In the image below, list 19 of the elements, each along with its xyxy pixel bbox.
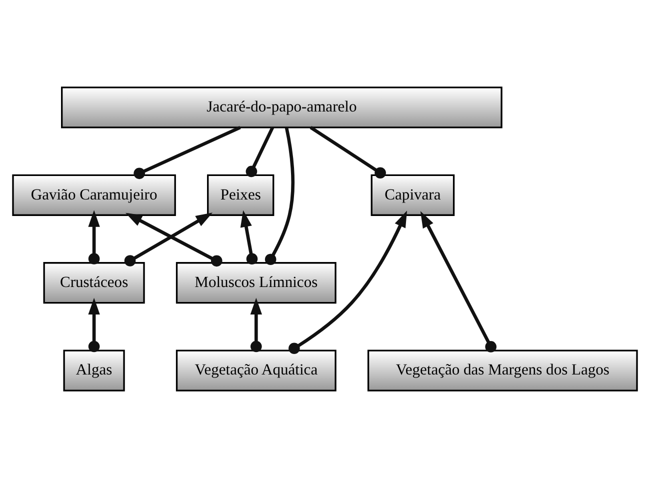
node-box: Jacaré-do-papo-amarelo — [61, 86, 502, 128]
arrow — [288, 210, 408, 354]
node-box: Gavião Caramujeiro — [12, 174, 176, 216]
arrow — [88, 210, 100, 264]
node-box: Peixes — [207, 174, 274, 216]
node-box: Moluscos Límnicos — [176, 262, 336, 304]
arrow — [250, 297, 262, 352]
node-box: Crustáceos — [43, 262, 145, 304]
connector — [246, 126, 274, 177]
arrow — [88, 297, 100, 352]
arrow — [420, 210, 496, 352]
node-box: Vegetação Aquática — [176, 349, 336, 391]
connector — [264, 126, 295, 265]
connector — [310, 126, 386, 178]
node-box: Capivara — [370, 174, 455, 216]
node-box: Algas — [63, 349, 125, 391]
arrow — [240, 210, 258, 264]
connector — [134, 125, 241, 179]
node-box: Vegetação das Margens dos Lagos — [367, 349, 638, 391]
